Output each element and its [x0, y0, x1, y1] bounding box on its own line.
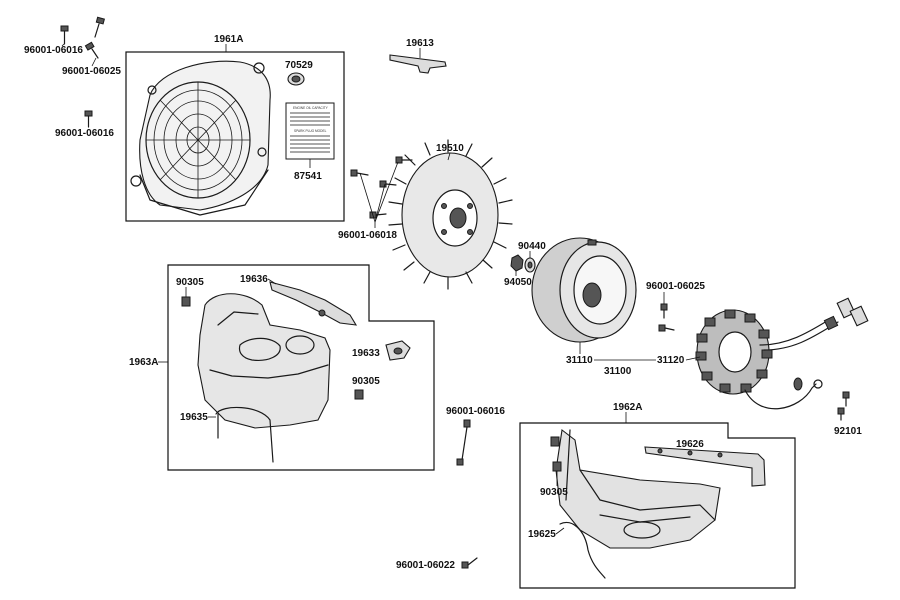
label-magneto-assy: 31100 — [604, 366, 632, 377]
label-lower-group: 1962A — [613, 402, 642, 413]
flywheel-bolt-2 — [350, 169, 369, 177]
washer — [524, 257, 536, 273]
label-b1-c: 96001-06016 — [55, 128, 114, 139]
duct-plate — [269, 281, 358, 326]
single-bolt — [456, 419, 471, 466]
bottom-bolt — [461, 557, 478, 569]
label-shroud-group: 1963A — [129, 357, 158, 368]
label-bolts-fly: 96001-06018 — [338, 230, 397, 241]
label-stator-bolts: 96001-06025 — [646, 281, 705, 292]
sticker-title-2: SPARK PLUG MODEL — [294, 129, 327, 133]
bracket — [389, 54, 447, 74]
bolt-top-left-2 — [94, 16, 105, 38]
label-gnd-bolt: 92101 — [834, 426, 862, 437]
label-clip-b: 90305 — [352, 376, 380, 387]
bar — [644, 446, 766, 487]
sticker: ENGINE OIL CAPACITY SPARK PLUG MODEL — [285, 102, 335, 160]
wire-clip — [215, 406, 274, 463]
label-duct-plate: 19636 — [240, 274, 268, 285]
bolt-left-4 — [84, 110, 93, 128]
spring-clip — [559, 521, 606, 579]
label-bracket: 19613 — [406, 38, 434, 49]
label-rotor: 31110 — [566, 355, 593, 366]
label-flywheel: 19510 — [436, 143, 464, 154]
label-single-bolt: 96001-06016 — [446, 406, 505, 417]
label-b1-a: 96001-06016 — [24, 45, 83, 56]
label-cover-group: 1961A — [214, 34, 243, 45]
shroud-group-box — [167, 264, 435, 471]
lower-cover — [555, 428, 721, 549]
label-clip-a: 90305 — [176, 277, 204, 288]
label-sticker: 87541 — [294, 171, 322, 182]
label-plug: 70529 — [285, 60, 313, 71]
label-clip-c: 90305 — [540, 487, 568, 498]
clip-b — [354, 389, 364, 400]
bolt-top-left-1 — [60, 25, 69, 45]
ground-bolt-1 — [842, 391, 850, 407]
label-washer: 90440 — [518, 241, 546, 252]
ground-bolt-2 — [837, 407, 845, 421]
clip-a — [181, 296, 191, 307]
rotor — [531, 237, 637, 343]
label-spring-clip: 19625 — [528, 529, 556, 540]
label-stator: 31120 — [657, 355, 685, 366]
sticker-title-1: ENGINE OIL CAPACITY — [293, 106, 329, 110]
label-bar: 19626 — [676, 439, 704, 450]
fan-cover — [130, 60, 271, 216]
stator-bolt-2 — [658, 324, 675, 332]
label-bottom-bolt: 96001-06022 — [396, 560, 455, 571]
rubber-plug — [287, 72, 305, 86]
cover-group-box — [125, 51, 345, 222]
stator-bolt-1 — [660, 303, 668, 319]
label-grommet: 19633 — [352, 348, 380, 359]
grommet — [385, 340, 411, 361]
air-shroud — [197, 293, 331, 429]
nut — [510, 254, 524, 272]
label-nut: 94050 — [504, 277, 532, 288]
label-wire-clip: 19635 — [180, 412, 208, 423]
lower-group-box — [519, 422, 796, 589]
stator-wiring — [744, 297, 869, 410]
label-b1-b: 96001-06025 — [62, 66, 121, 77]
stator — [695, 309, 773, 395]
bolt-top-left-3 — [84, 41, 99, 59]
flywheel — [388, 139, 513, 290]
flywheel-bolt-3 — [379, 180, 397, 188]
